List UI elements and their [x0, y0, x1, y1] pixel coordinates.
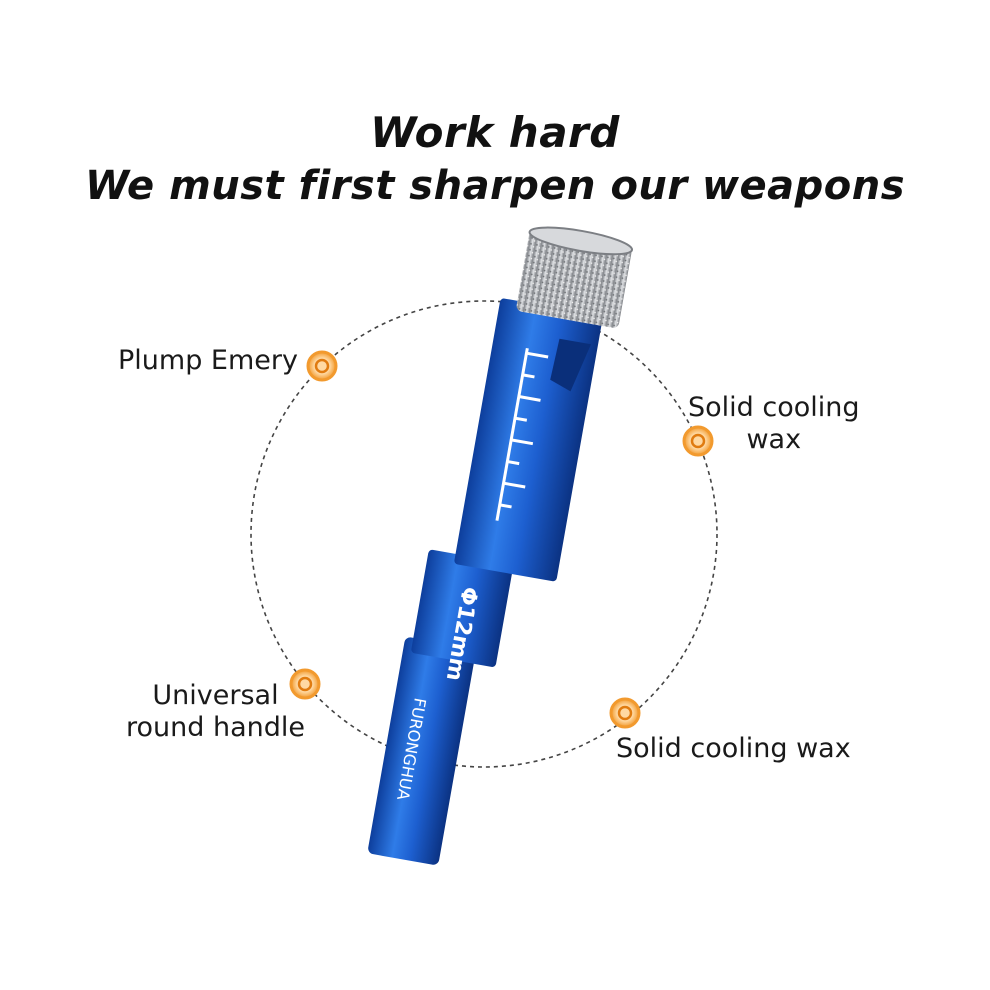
- orange-ring-icon: [306, 350, 338, 382]
- callout-solid-cooling-wax-bottom: Solid cooling wax: [616, 733, 851, 765]
- drill-shank: [368, 637, 476, 865]
- headline-line-1: Work hard: [370, 108, 620, 157]
- headline-line-2: We must first sharpen our weapons: [84, 163, 906, 209]
- orange-ring-icon: [609, 697, 641, 729]
- dashed-outline-circle: [250, 300, 718, 768]
- diamond-tip: [516, 230, 632, 328]
- callout-text: round handle: [126, 712, 305, 743]
- drill-bit: Φ12mm FURONGHUA: [368, 226, 634, 865]
- callout-plump-emery: Plump Emery: [118, 345, 298, 377]
- callout-solid-cooling-wax-top: Solid cooling wax: [688, 392, 860, 456]
- drill-middle-step: [411, 549, 514, 667]
- callout-text: Plump Emery: [118, 345, 298, 376]
- drill-body: [454, 298, 603, 582]
- callout-text: Solid cooling: [688, 392, 860, 423]
- callout-text: Solid cooling wax: [616, 733, 851, 764]
- ruler-marks: [495, 348, 549, 521]
- callout-text: wax: [746, 424, 802, 455]
- callout-text: Universal: [152, 680, 279, 711]
- orange-ring-icon: [682, 425, 714, 457]
- callout-universal-round-handle: Universal round handle: [126, 680, 305, 744]
- orange-ring-icon: [289, 668, 321, 700]
- drill-slot: [550, 338, 591, 392]
